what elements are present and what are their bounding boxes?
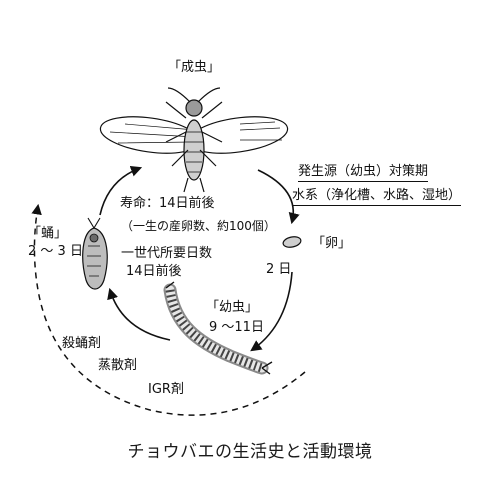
- agent-igr: IGR剤: [148, 382, 184, 397]
- adult-stage-label: 「成虫」: [168, 60, 221, 75]
- egg-stage-label: 「卵」: [312, 236, 352, 251]
- dashed-activity-arc: [31, 203, 306, 416]
- generation-title: 一世代所要日数: [121, 246, 213, 261]
- lifespan-text: 寿命：14日前後: [120, 196, 215, 211]
- cycle-arrow-adult-to-egg: [257, 169, 300, 225]
- larva-illustration: [163, 281, 273, 375]
- generation-days: 14日前後: [126, 264, 182, 279]
- pupa-illustration: [82, 217, 108, 290]
- pupa-duration: 2 〜 3 日: [28, 244, 83, 259]
- cycle-arrow-larva-to-pupa: [107, 287, 171, 341]
- countermeasure-title: 発生源（幼虫）対策期: [298, 164, 429, 182]
- pupa-stage-label: 「蛹」: [28, 226, 68, 241]
- cycle-arrow-pupa-to-adult: [99, 165, 143, 216]
- agent-pupicide: 殺蛹剤: [62, 336, 102, 351]
- egg-illustration: [282, 236, 302, 248]
- countermeasure-detail: 水系（浄化槽、水路、湿地）: [292, 188, 462, 206]
- egg-count-text: （一生の産卵数、約100個）: [121, 219, 276, 233]
- agent-fumigant: 蒸散剤: [98, 358, 138, 373]
- larva-duration: 9 〜11日: [209, 320, 264, 335]
- figure-caption: チョウバエの生活史と活動環境: [127, 442, 373, 462]
- cycle-arrow-egg-to-larva: [250, 271, 293, 352]
- adult-fly-illustration: [99, 87, 289, 193]
- egg-duration: 2 日: [266, 262, 292, 277]
- larva-stage-label: 「幼虫」: [206, 300, 259, 315]
